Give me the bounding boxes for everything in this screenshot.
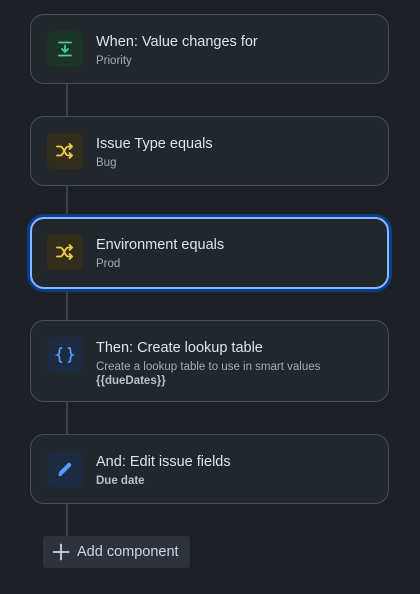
add-component-label: Add component [77,544,179,560]
trigger-text: When: Value changes for Priority [96,31,258,68]
add-component-button[interactable]: Add component [43,536,190,568]
curly-braces-icon [55,347,75,363]
connector-line [66,83,68,117]
action-text: And: Edit issue fields Due date [96,451,231,488]
condition-icon-box [47,133,83,169]
step-title: Issue Type equals [96,136,213,152]
step-subtitle: Prod [96,258,121,270]
trigger-icon-box [47,31,83,67]
step-title: When: Value changes for [96,34,258,50]
connector-line [66,289,68,321]
step-title: Environment equals [96,237,225,253]
step-title: And: Edit issue fields [96,454,231,470]
connector-line [66,503,68,537]
field-name: Due date [96,475,145,487]
connector-line [66,401,68,435]
action-card-edit-issue-fields[interactable]: And: Edit issue fields Due date [30,434,389,504]
condition-text: Environment equals Prod [96,234,224,271]
action-icon-box [47,451,83,487]
step-subtitle: Create a lookup table to use in smart va… [96,361,321,373]
trigger-card-value-changes[interactable]: When: Value changes for Priority [30,14,389,84]
shuffle-icon [56,143,73,159]
action-text: Then: Create lookup table Create a looku… [96,337,320,388]
action-card-create-lookup-table[interactable]: Then: Create lookup table Create a looku… [30,320,389,402]
step-title: Then: Create lookup table [96,340,263,356]
condition-card-environment[interactable]: Environment equals Prod [30,217,389,289]
step-subtitle: Priority [96,55,132,67]
action-icon-box [47,337,83,373]
connector-line [66,185,68,218]
pencil-icon [58,462,72,476]
shuffle-icon [56,244,73,260]
plus-icon [52,543,70,561]
step-subtitle: Bug [96,157,117,169]
smart-value-name: {{dueDates}} [96,375,166,387]
condition-icon-box [47,234,83,270]
condition-text: Issue Type equals Bug [96,133,213,170]
download-arrow-icon [58,41,72,57]
condition-card-issue-type[interactable]: Issue Type equals Bug [30,116,389,186]
